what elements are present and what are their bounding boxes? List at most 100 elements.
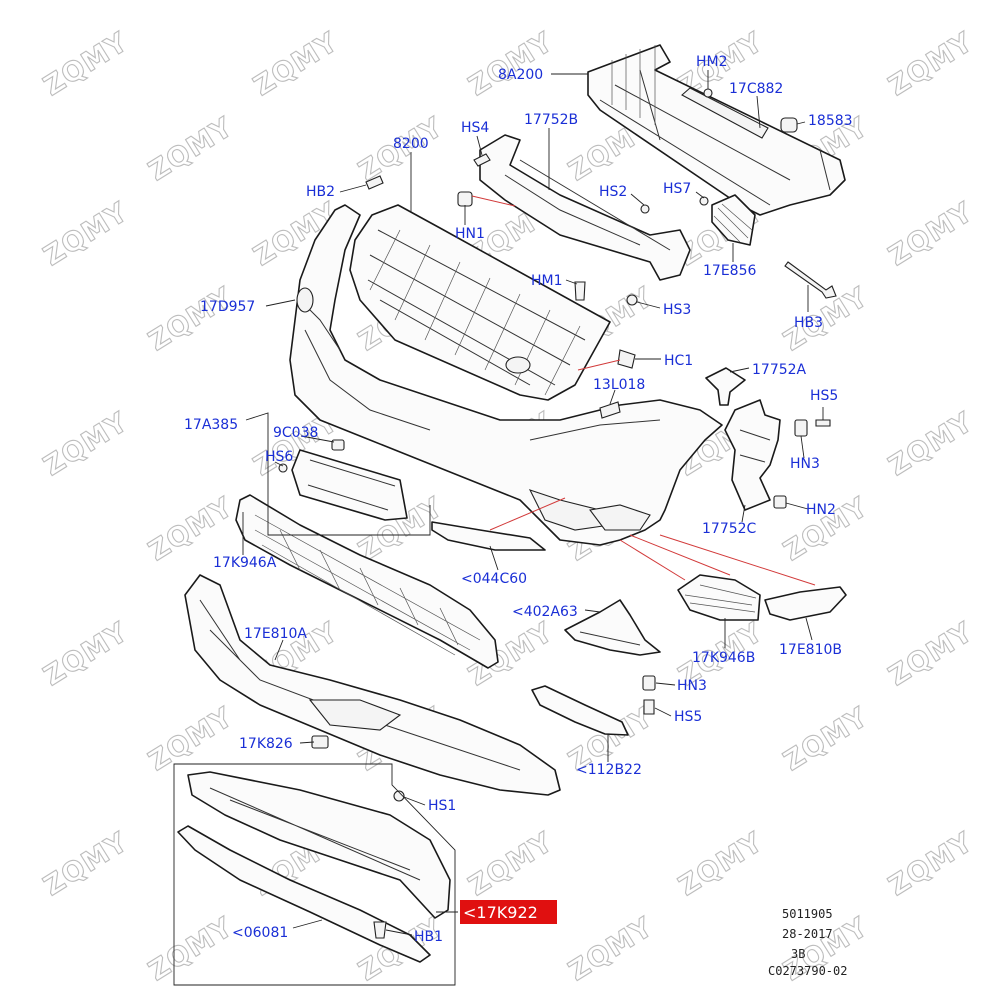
label-17E810B[interactable]: 17E810B xyxy=(779,642,842,658)
part-bolt-HB1[interactable] xyxy=(373,921,387,939)
part-screw-HS1[interactable] xyxy=(393,790,405,802)
part-clip-HN3-top[interactable] xyxy=(794,419,808,437)
watermark-text: ZQMY xyxy=(883,407,978,483)
label-13L018[interactable]: 13L018 xyxy=(593,377,645,393)
label-HS5-bottom[interactable]: HS5 xyxy=(674,709,702,725)
label-HB3[interactable]: HB3 xyxy=(794,315,823,331)
part-clip-HN3-bottom[interactable] xyxy=(642,675,656,691)
part-screw-HS6[interactable] xyxy=(278,463,288,473)
label-8200[interactable]: 8200 xyxy=(393,136,429,152)
label-HM1[interactable]: HM1 xyxy=(531,273,563,289)
part-bolt-HB3[interactable] xyxy=(784,261,837,299)
label-HC1[interactable]: HC1 xyxy=(664,353,693,369)
label-17A385[interactable]: 17A385 xyxy=(184,417,238,433)
part-bolt-HM1[interactable] xyxy=(574,281,586,301)
watermark-text: ZQMY xyxy=(563,912,658,988)
label-17K922[interactable]: <17K922 xyxy=(463,903,538,922)
part-cap-18583[interactable] xyxy=(780,117,798,133)
label-HS1[interactable]: HS1 xyxy=(428,798,456,814)
label-17K946B[interactable]: 17K946B xyxy=(692,650,755,666)
part-screw-HS2[interactable] xyxy=(640,204,650,214)
label-HN3-bottom[interactable]: HN3 xyxy=(677,678,707,694)
label-HS4[interactable]: HS4 xyxy=(461,120,489,136)
label-HS3[interactable]: HS3 xyxy=(663,302,691,318)
part-screw-HS5-bottom[interactable] xyxy=(643,699,655,715)
label-112B22[interactable]: <112B22 xyxy=(576,762,642,778)
part-bumper-cover-17D957[interactable] xyxy=(289,204,723,546)
part-lip-112B22[interactable] xyxy=(531,685,629,736)
watermark-text: ZQMY xyxy=(883,197,978,273)
label-17752C[interactable]: 17752C xyxy=(702,521,757,537)
part-fastener-HM2[interactable] xyxy=(703,88,713,98)
label-HB2[interactable]: HB2 xyxy=(306,184,335,200)
label-HS7[interactable]: HS7 xyxy=(663,181,691,197)
highlight-box-17K922 xyxy=(460,900,557,924)
part-connector-HC1[interactable] xyxy=(617,349,636,369)
label-06081[interactable]: <06081 xyxy=(232,925,288,941)
watermark-text: ZQMY xyxy=(38,827,133,903)
label-HB1[interactable]: HB1 xyxy=(414,929,443,945)
part-bracket-17E856[interactable] xyxy=(711,194,756,246)
part-absorber-strip-17C882[interactable] xyxy=(681,87,769,139)
label-17K826[interactable]: 17K826 xyxy=(239,736,293,752)
label-HS2[interactable]: HS2 xyxy=(599,184,627,200)
part-screw-HS5-top[interactable] xyxy=(815,419,831,427)
part-lower-grille-17K946A[interactable] xyxy=(235,494,499,669)
inset-frame xyxy=(173,763,456,986)
watermark-text: ZQMY xyxy=(883,617,978,693)
part-bracket-17752B[interactable] xyxy=(479,134,691,281)
part-grille-17K946B[interactable] xyxy=(677,574,761,621)
part-license-bracket-17A385[interactable] xyxy=(291,449,408,521)
part-trim-17E810B[interactable] xyxy=(764,586,847,621)
label-17752B[interactable]: 17752B xyxy=(524,112,578,128)
label-044C60[interactable]: <044C60 xyxy=(461,571,527,587)
part-reinforcement-beam-8A200[interactable] xyxy=(587,44,846,216)
watermark-text: ZQMY xyxy=(38,407,133,483)
part-cover-13L018[interactable] xyxy=(599,401,621,419)
part-bracket-17K826[interactable] xyxy=(311,735,329,749)
label-18583[interactable]: 18583 xyxy=(808,113,853,129)
part-spoiler-17E810A[interactable] xyxy=(184,574,561,796)
watermark-text: ZQMY xyxy=(143,702,238,778)
label-8A200[interactable]: 8A200 xyxy=(498,67,543,83)
part-bracket-17752C[interactable] xyxy=(724,399,781,511)
red-reference-lines xyxy=(471,195,816,586)
label-402A63[interactable]: <402A63 xyxy=(512,604,578,620)
label-HN2[interactable]: HN2 xyxy=(806,502,836,518)
watermark-text: ZQMY xyxy=(883,27,978,103)
label-9C038[interactable]: 9C038 xyxy=(273,425,318,441)
label-HS6[interactable]: HS6 xyxy=(265,449,293,465)
reference-line-2: 28-2017 xyxy=(782,927,833,941)
watermark-text: ZQMY xyxy=(248,27,343,103)
part-bracket-17752A[interactable] xyxy=(705,367,746,406)
label-17E856[interactable]: 17E856 xyxy=(703,263,756,279)
part-screw-HS7[interactable] xyxy=(699,196,709,206)
part-trim-strip-06081[interactable] xyxy=(177,825,431,963)
label-17C882[interactable]: 17C882 xyxy=(729,81,783,97)
part-screw-HS3[interactable] xyxy=(626,294,638,306)
part-grille-8200[interactable] xyxy=(349,204,611,401)
part-clip-9C038[interactable] xyxy=(331,439,345,451)
leader-lines xyxy=(242,70,824,936)
part-screw-HB2[interactable] xyxy=(365,175,384,190)
part-clip-HN1[interactable] xyxy=(457,191,473,207)
watermark-text: ZQMY xyxy=(883,827,978,903)
part-clip-HN2[interactable] xyxy=(773,495,787,509)
label-17D957[interactable]: 17D957 xyxy=(200,299,255,315)
part-trim-044C60[interactable] xyxy=(431,521,546,551)
reference-line-3: 3B xyxy=(791,947,805,961)
label-17K946A[interactable]: 17K946A xyxy=(213,555,277,571)
label-17752A[interactable]: 17752A xyxy=(752,362,807,378)
reference-line-4: C0273790-02 xyxy=(768,964,847,978)
label-17E810A[interactable]: 17E810A xyxy=(244,626,307,642)
label-HS5-top[interactable]: HS5 xyxy=(810,388,838,404)
part-screw-HS4[interactable] xyxy=(473,153,491,167)
watermark-text: ZQMY xyxy=(778,702,873,778)
label-HN1[interactable]: HN1 xyxy=(455,226,485,242)
watermark-text: ZQMY xyxy=(463,827,558,903)
label-HN3-top[interactable]: HN3 xyxy=(790,456,820,472)
part-skid-plate-17K922[interactable] xyxy=(187,771,451,919)
label-HM2[interactable]: HM2 xyxy=(696,54,728,70)
part-trim-402A63[interactable] xyxy=(564,599,661,656)
